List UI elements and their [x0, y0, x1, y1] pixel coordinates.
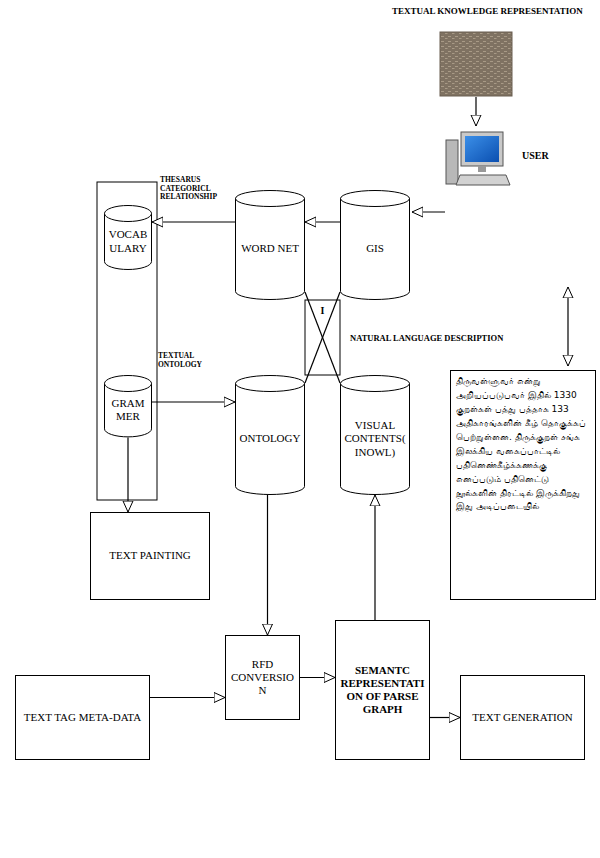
crossing-mark: I: [316, 305, 329, 317]
cylinder-body: [236, 199, 305, 300]
cylinder-top: [236, 376, 305, 392]
database-cylinder: VISUAL CONTENTS(INOWL): [340, 375, 410, 495]
computer-icon: [446, 132, 510, 185]
relationship-label: THESARUS CATEGORICL RELATIONSHIP: [160, 176, 232, 202]
cylinder-top: [105, 206, 152, 222]
connector-arrow: [152, 221, 235, 222]
input-arrow: [475, 97, 476, 126]
database-cylinder: VOCABULARY: [104, 205, 152, 270]
connector-arrow: [374, 495, 375, 620]
cylinder-body: [341, 199, 410, 300]
connector-arrow: [300, 677, 335, 678]
cylinder-top: [105, 376, 152, 392]
node-text: திருவள்ளுவர் என்று அறியப்படுபவர் இதில் 1…: [456, 375, 590, 514]
database-cylinder: GRAMMER: [104, 375, 152, 437]
node-text: GRAMMER: [107, 397, 149, 423]
process-box: RFD CONVERSION: [225, 635, 300, 720]
connector-arrow: [305, 292, 340, 383]
connector-arrow: [305, 292, 340, 383]
cylinder-top: [341, 376, 410, 392]
connector-arrow: [430, 717, 460, 718]
cylinder-top: [341, 191, 410, 207]
description-box: திருவள்ளுவர் என்று அறியப்படுபவர் இதில் 1…: [450, 370, 596, 600]
process-box: TEXT TAG META-DATA: [15, 675, 150, 760]
connector-arrow: [127, 437, 128, 512]
connector-arrow: [305, 221, 340, 222]
ontology-label: TEXTUAL ONTOLOGY: [158, 352, 233, 369]
connector-arrow: [150, 697, 225, 698]
node-text: VOCABULARY: [107, 228, 149, 254]
connector-arrow: [152, 401, 235, 402]
cylinder-body: [236, 384, 305, 495]
node-text: TEXT PAINTING: [109, 549, 191, 562]
node-text: ONTOLOGY: [240, 432, 301, 445]
node-text: TEXT GENERATION: [472, 711, 572, 724]
database-cylinder: WORD NET: [235, 190, 305, 300]
node-text: VISUAL CONTENTS(INOWL): [343, 419, 407, 459]
user-to-gis-arrow: [412, 211, 445, 212]
diagram-title: TEXTUAL KNOWLEDGE REPRESENTATION: [392, 6, 597, 16]
manuscript-image: [440, 32, 512, 96]
user-label: USER: [522, 150, 566, 162]
node-text: SEMANTC REPRESENTATION OF PARSE GRAPH: [340, 664, 425, 717]
node-text: TEXT TAG META-DATA: [24, 711, 141, 724]
process-box: SEMANTC REPRESENTATION OF PARSE GRAPH: [335, 620, 430, 760]
process-box: TEXT PAINTING: [90, 512, 210, 600]
cylinder-body: [341, 384, 410, 495]
node-text: GIS: [366, 242, 384, 255]
cylinder-top: [236, 191, 305, 207]
database-cylinder: GIS: [340, 190, 410, 300]
node-text: WORD NET: [241, 242, 299, 255]
node-text: RFD CONVERSION: [230, 658, 295, 698]
connector-arrow: [267, 495, 268, 635]
user-description-arrow: [567, 287, 568, 366]
process-box: TEXT GENERATION: [460, 675, 585, 760]
database-cylinder: ONTOLOGY: [235, 375, 305, 495]
description-label: NATURAL LANGUAGE DESCRIPTION: [350, 334, 522, 344]
lexicon-frame: [97, 182, 157, 500]
